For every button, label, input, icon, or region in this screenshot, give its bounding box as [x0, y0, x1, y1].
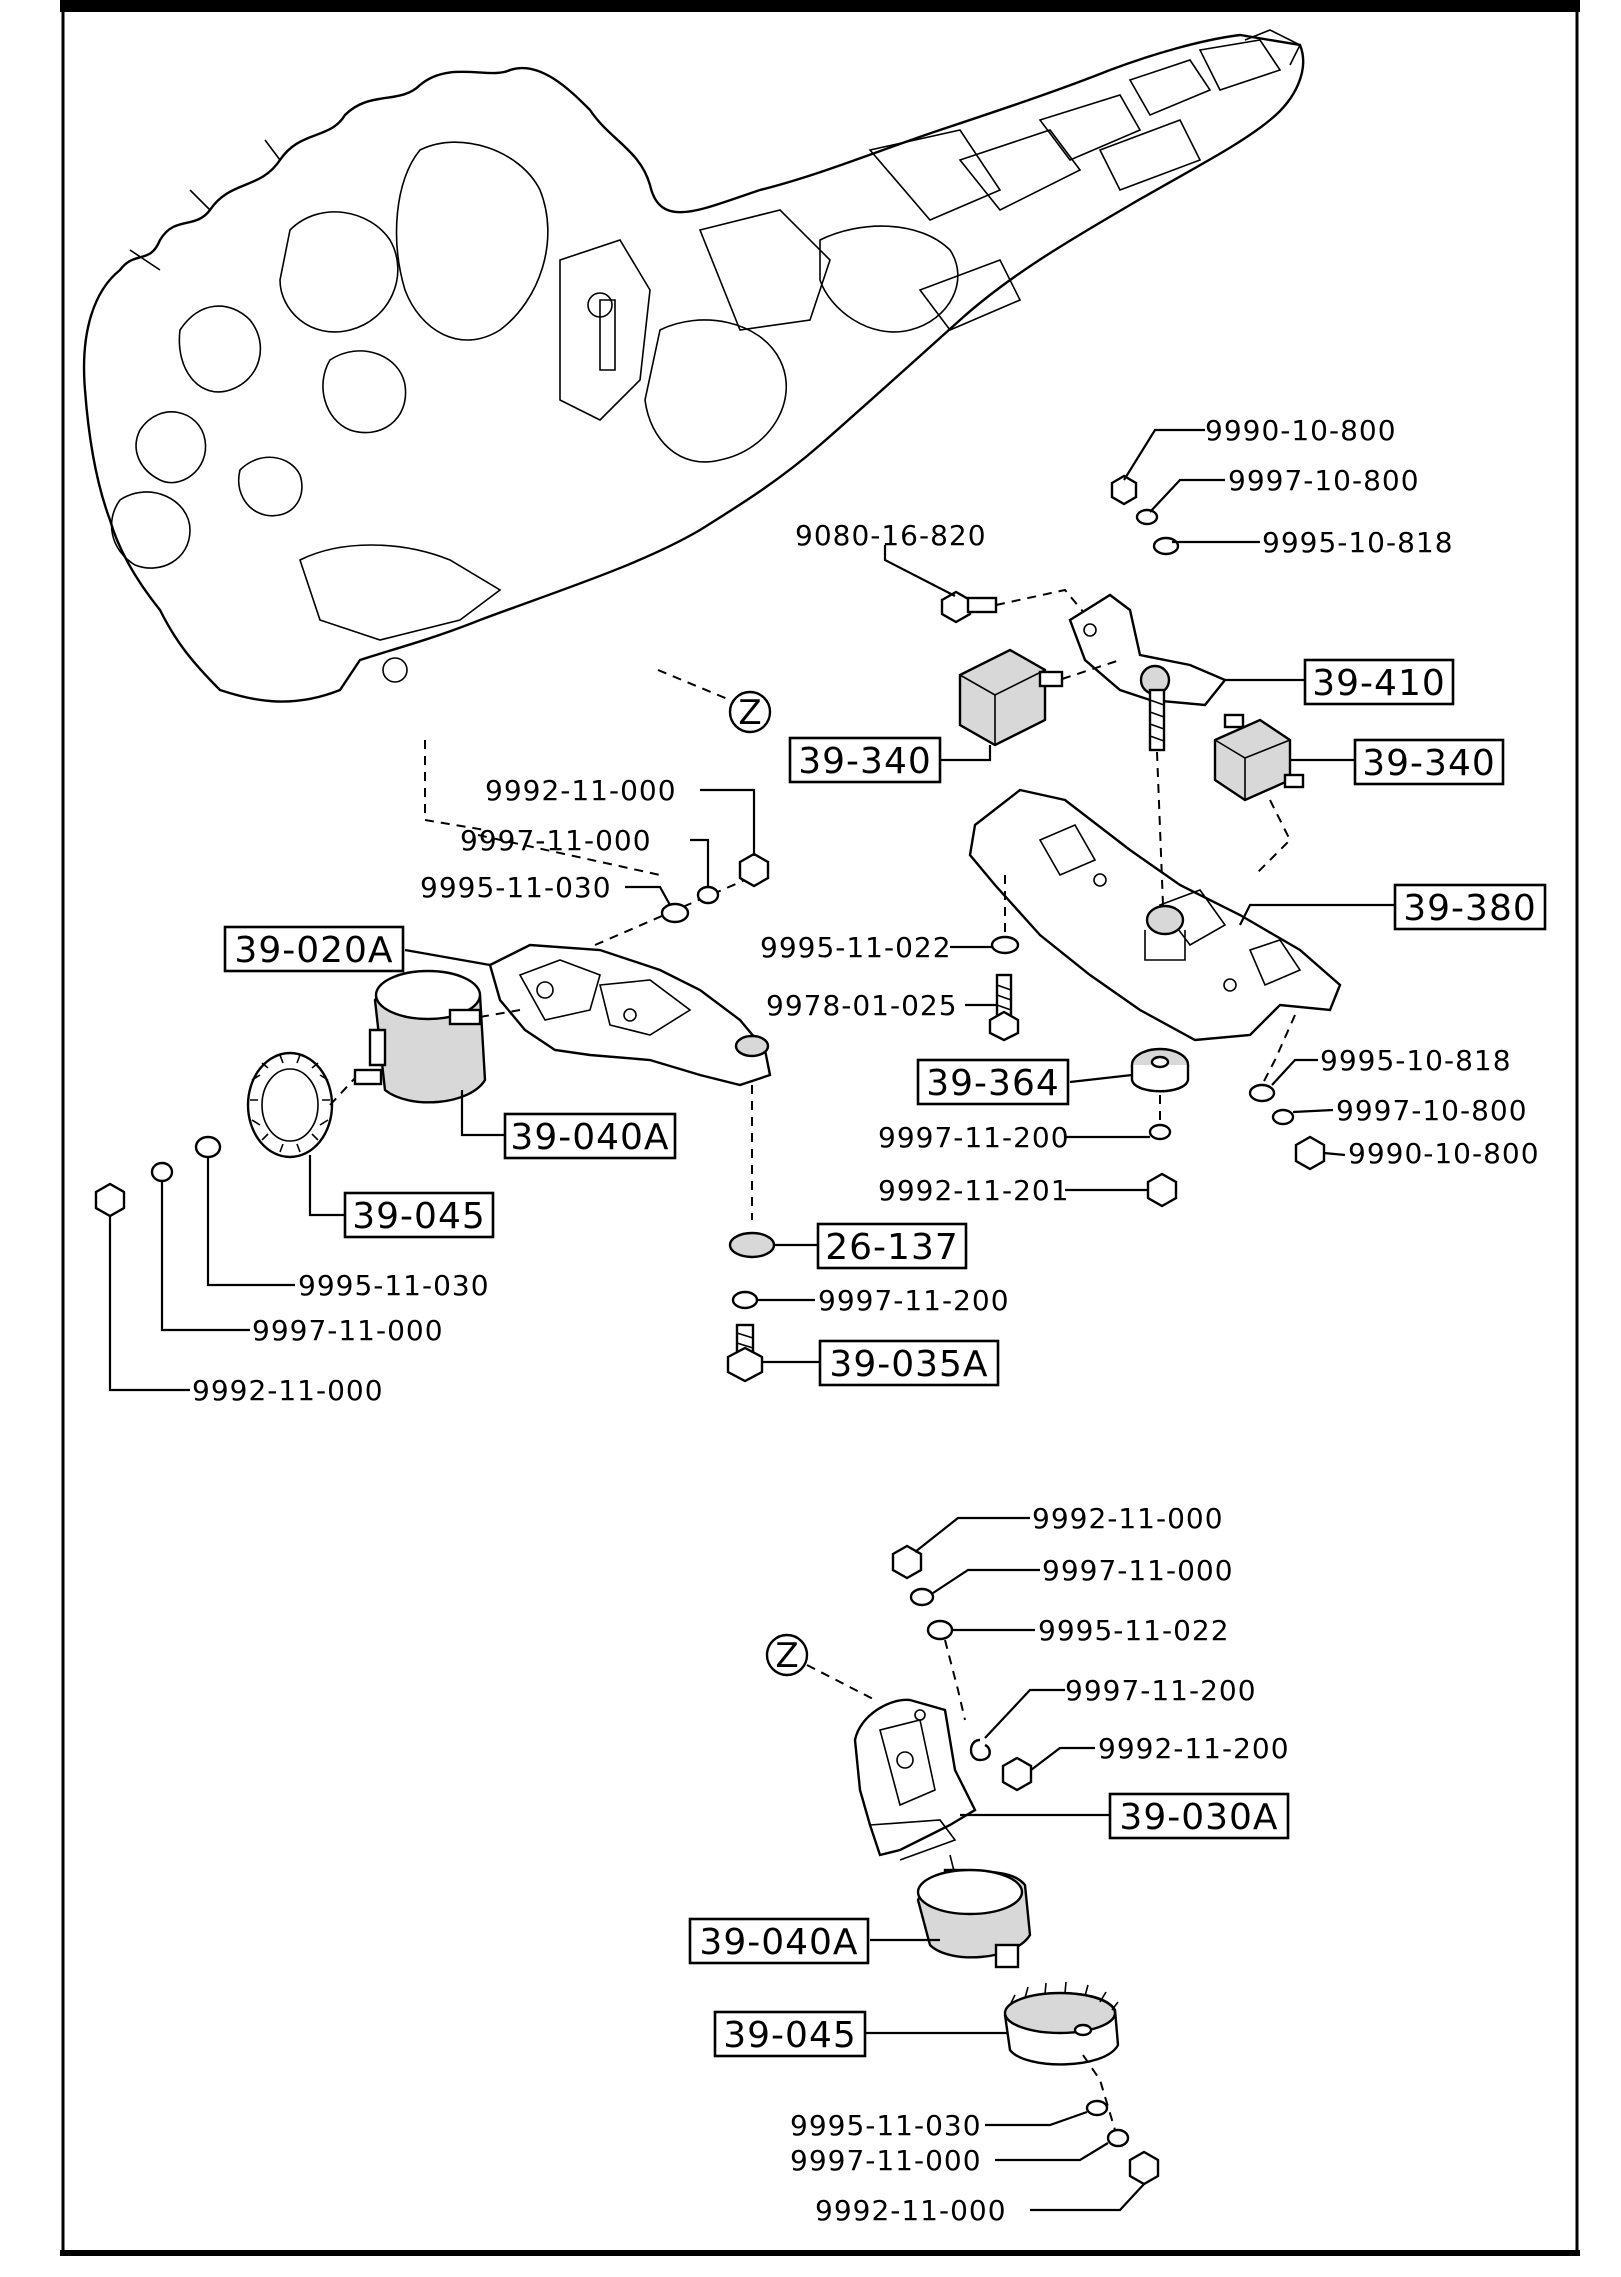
box-39-364[interactable] — [916, 1058, 1070, 1106]
engine-mount-39-040a-left — [353, 969, 487, 1104]
label-39-380: 39-380 — [1403, 888, 1537, 929]
nut-9990-10-800-lower — [1294, 1135, 1326, 1171]
label-26-137: 26-137 — [825, 1227, 959, 1268]
label-b-39-040a: 39-040A — [699, 1922, 858, 1963]
label-b-9992-11-000-top: 9992-11-000 — [1032, 1502, 1224, 1535]
label-9997-11-200-right: 9997-11-200 — [878, 1121, 1070, 1154]
ring-39-045-left — [246, 1051, 334, 1159]
lock-washer-9997-10-800-lower — [1271, 1108, 1295, 1126]
label-9995-11-030-left-bot: 9995-11-030 — [298, 1269, 490, 1302]
nut-9992-11-000-left-top — [738, 852, 770, 888]
z-reference-marker-top[interactable] — [728, 690, 772, 734]
crossmember-39-380 — [968, 788, 1342, 1042]
nut-9992-11-201 — [1146, 1172, 1178, 1208]
nut-9992-11-000-left-bot — [94, 1182, 126, 1218]
label-9995-11-030-left-top: 9995-11-030 — [420, 871, 612, 904]
washer-9995-10-818-top — [1152, 536, 1180, 556]
lock-washer-9997-11-200-bottom — [969, 1738, 991, 1762]
label-9990-10-800-top: 9990-10-800 — [1205, 414, 1397, 447]
label-9997-11-000-left-top: 9997-11-000 — [460, 824, 652, 857]
box-39-045-bottom[interactable] — [713, 2010, 867, 2058]
label-9990-10-800-lower: 9990-10-800 — [1348, 1137, 1540, 1170]
box-39-040a-left[interactable] — [503, 1112, 677, 1160]
label-b-9997-11-000: 9997-11-000 — [790, 2144, 982, 2177]
washer-9995-11-030-left-top — [660, 902, 690, 924]
lock-washer-9997-11-000-bottom-top — [909, 1587, 935, 1607]
label-9978-01-025: 9978-01-025 — [766, 989, 958, 1022]
rubber-39-364 — [1130, 1047, 1190, 1093]
washer-9995-11-030-left-bot — [194, 1135, 222, 1159]
label-b-9995-11-022: 9995-11-022 — [1038, 1614, 1230, 1647]
box-39-040a-bottom[interactable] — [688, 1917, 870, 1965]
plate-26-137 — [728, 1231, 776, 1259]
label-9997-11-200-mid: 9997-11-200 — [818, 1284, 1010, 1317]
engine-mount-39-040a-bottom — [916, 1868, 1032, 1969]
box-39-030a[interactable] — [1108, 1792, 1290, 1840]
bracket-39-030a — [853, 1698, 977, 1861]
label-9995-11-022: 9995-11-022 — [760, 931, 952, 964]
label-9992-11-000-left-top: 9992-11-000 — [485, 774, 677, 807]
top-rule — [60, 0, 1580, 12]
label-9997-10-800-lower: 9997-10-800 — [1336, 1094, 1528, 1127]
box-39-045-left[interactable] — [343, 1191, 495, 1239]
label-b-9992-11-000-bottom: 9992-11-000 — [815, 2194, 1007, 2227]
engine-transmission-illustration — [82, 29, 1305, 703]
bolt-39-035a — [726, 1323, 764, 1383]
label-9992-11-000-left-bot: 9992-11-000 — [192, 1374, 384, 1407]
lock-washer-9997-11-000-left-bot — [150, 1161, 174, 1183]
nut-9992-11-200-bottom — [1001, 1756, 1033, 1792]
rubber-mount-39-340-left — [958, 648, 1064, 747]
label-39-020a: 39-020A — [234, 930, 393, 971]
label-9995-10-818-top: 9995-10-818 — [1262, 526, 1454, 559]
label-9992-11-201: 9992-11-201 — [878, 1174, 1070, 1207]
lock-washer-9997-10-800-top — [1135, 508, 1159, 526]
box-39-340-left[interactable] — [788, 736, 942, 784]
ring-39-045-bottom — [1003, 1981, 1120, 2066]
bolt-9080-16-820 — [940, 590, 998, 624]
box-39-380[interactable] — [1393, 883, 1547, 931]
label-39-410: 39-410 — [1312, 663, 1446, 704]
washer-9995-11-022 — [990, 935, 1020, 955]
label-b-9997-11-200: 9997-11-200 — [1065, 1674, 1257, 1707]
label-b-39-030a: 39-030A — [1119, 1797, 1278, 1838]
label-39-035a: 39-035A — [829, 1344, 988, 1385]
label-b-9995-11-030: 9995-11-030 — [790, 2109, 982, 2142]
label-39-340-left: 39-340 — [798, 741, 932, 782]
z-reference-bottom-label: Z — [775, 1636, 798, 1676]
bracket-39-410 — [1068, 593, 1227, 752]
bracket-39-020a — [488, 943, 772, 1087]
label-39-045-left: 39-045 — [352, 1196, 486, 1237]
label-9997-11-000-left-bot: 9997-11-000 — [252, 1314, 444, 1347]
label-9995-10-818-lower: 9995-10-818 — [1320, 1044, 1512, 1077]
nut-9990-10-800-top — [1110, 474, 1138, 506]
lock-washer-9997-11-000-bottom — [1106, 2128, 1130, 2148]
box-26-137[interactable] — [816, 1222, 968, 1270]
nut-9992-11-000-bottom — [1128, 2150, 1160, 2186]
lock-washer-9997-11-000-left-top — [696, 885, 720, 905]
box-39-410[interactable] — [1303, 658, 1455, 706]
box-39-035a[interactable] — [818, 1339, 1000, 1387]
label-39-364: 39-364 — [926, 1063, 1060, 1104]
label-39-340-right: 39-340 — [1362, 743, 1496, 784]
bolt-9978-01-025 — [988, 973, 1020, 1042]
label-b-9992-11-200: 9992-11-200 — [1098, 1732, 1290, 1765]
box-39-020a[interactable] — [223, 925, 405, 973]
washer-9995-10-818-lower — [1248, 1083, 1276, 1103]
nut-9992-11-000-bottom-top — [891, 1544, 923, 1580]
label-9080-16-820: 9080-16-820 — [795, 519, 987, 552]
label-9997-10-800-top: 9997-10-800 — [1228, 464, 1420, 497]
label-b-9997-11-000-top: 9997-11-000 — [1042, 1554, 1234, 1587]
label-39-040a-left: 39-040A — [510, 1117, 669, 1158]
bottom-rule — [60, 2250, 1580, 2256]
washer-9995-11-030-bottom — [1085, 2099, 1109, 2117]
washer-9995-11-022-bottom — [926, 1619, 954, 1641]
label-b-39-045: 39-045 — [723, 2015, 857, 2056]
box-39-340-right[interactable] — [1353, 738, 1505, 786]
lock-washer-9997-11-200-mid — [731, 1290, 759, 1310]
z-reference-marker-bottom[interactable] — [765, 1633, 809, 1677]
rubber-mount-39-340-right — [1213, 713, 1305, 802]
lock-washer-9997-11-200 — [1148, 1123, 1172, 1141]
z-reference-top-label: Z — [738, 693, 761, 733]
